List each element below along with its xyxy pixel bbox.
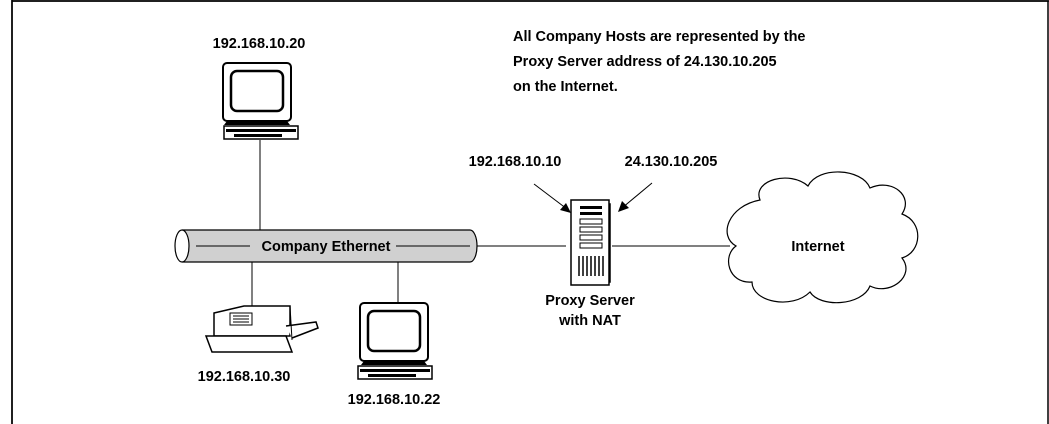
printer-ip: 192.168.10.30 [198,369,291,385]
internet-cloud [726,171,919,304]
workstation-top [222,62,299,140]
proxy-label-line1: Proxy Server [545,293,635,309]
note-line2: Proxy Server address of 24.130.10.205 [513,54,777,70]
note-line1: All Company Hosts are represented by the [513,29,806,45]
ethernet-bus: Company Ethernet [174,229,478,263]
keyboard-icon [357,365,433,380]
internet-label: Internet [791,239,844,255]
note-line3: on the Internet. [513,79,618,95]
keyboard-icon [223,125,299,140]
ethernet-label-bg [262,236,394,256]
workstation-top-ip: 192.168.10.20 [213,36,306,52]
arrow-internal-ip [533,183,571,213]
proxy-internal-ip: 192.168.10.10 [469,154,562,170]
workstation-bottom [357,302,433,380]
printer-icon [204,305,319,353]
diagram-border [11,0,1049,424]
proxy-external-ip: 24.130.10.205 [625,154,718,170]
ethernet-label: Company Ethernet [262,239,391,255]
ethernet-pipe-end [174,229,190,263]
proxy-server-icon [570,199,611,286]
proxy-label-line2: with NAT [558,313,621,329]
workstation-bottom-ip: 192.168.10.22 [348,392,441,408]
arrow-external-ip [618,182,653,212]
